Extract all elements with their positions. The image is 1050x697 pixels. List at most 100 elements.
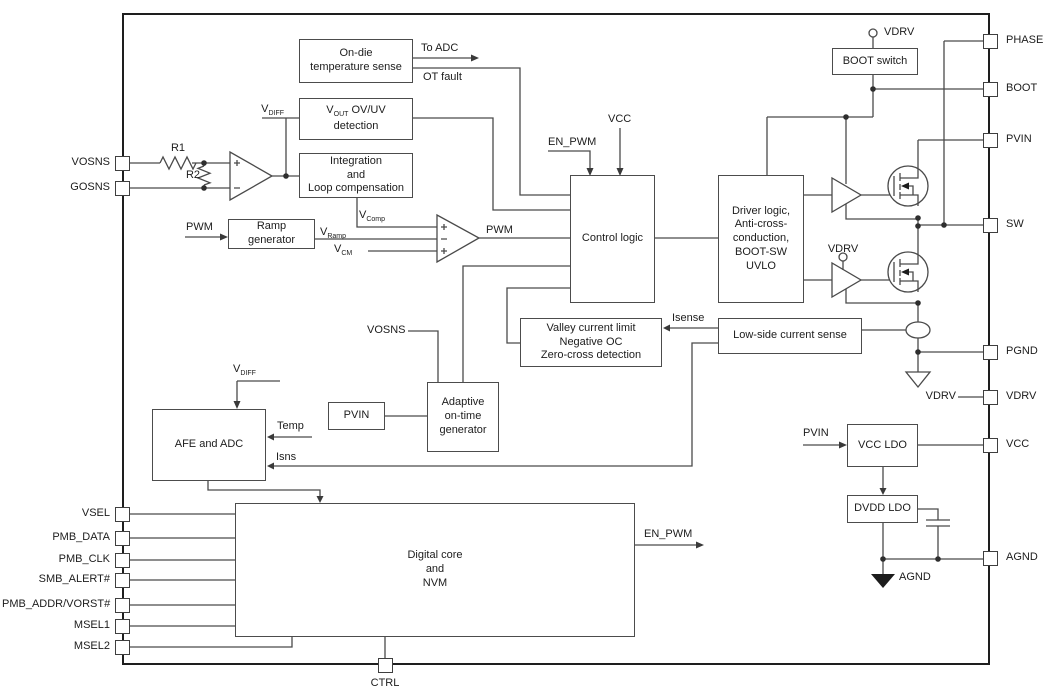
block-boot-switch: BOOT switch (832, 48, 918, 75)
pwm-comparator (436, 213, 481, 264)
bootstrap-wires (766, 37, 984, 184)
label-vdrv-top: VDRV (884, 26, 915, 38)
pin-pmb-addr-vorst (114, 597, 130, 613)
label-isense: Isense (672, 312, 705, 324)
pin-pgnd (982, 344, 998, 360)
pin-label-vsel: VSEL (81, 507, 110, 519)
label-to-adc: To ADC (421, 42, 459, 54)
pin-label-gosns: GOSNS (70, 181, 110, 193)
block-low-side-current-sense: Low-side current sense (718, 318, 862, 354)
block-vcc-ldo: VCC LDO (847, 424, 918, 467)
ovuv-wire (413, 117, 570, 211)
block-integration-loop-comp: Integration and Loop compensation (299, 153, 413, 198)
pin-vosns (114, 155, 130, 171)
pin-label-msel2: MSEL2 (73, 640, 110, 652)
pin-label-agnd: AGND (1006, 551, 1038, 563)
high-side-mosfet (887, 165, 929, 207)
pin-label-smb-alert: SMB_ALERT# (38, 573, 110, 585)
current-sense-signal-wires (267, 324, 718, 470)
block-adaptive-on-time: Adaptive on-time generator (427, 382, 499, 452)
block-afe-adc: AFE and ADC (152, 409, 266, 481)
pin-boot (982, 81, 998, 97)
label-vdrv-pin: VDRV (925, 390, 956, 402)
block-driver-logic: Driver logic, Anti-cross- conduction, BO… (718, 175, 804, 303)
ovuv-line1: VOUT OV/UV (326, 104, 386, 119)
label-en-pwm-out: EN_PWM (644, 528, 693, 540)
high-side-driver (804, 176, 894, 214)
pin-label-pgnd: PGND (1006, 345, 1038, 357)
ls-vdrv-terminal (838, 252, 848, 262)
adaptive-wires (385, 330, 439, 417)
label-vcm: VCM (334, 243, 353, 258)
pin-agnd (982, 550, 998, 566)
label-temp: Temp (277, 420, 304, 432)
pin-pmb-clk (114, 552, 130, 568)
pin-label-vdrv: VDRV (1006, 390, 1037, 402)
block-dvdd-ldo: DVDD LDO (847, 495, 918, 523)
pin-label-pmb-addr-vorst: PMB_ADDR/VORST# (2, 598, 111, 610)
label-en-pwm-ctl: EN_PWM (548, 136, 597, 148)
pin-smb-alert (114, 572, 130, 588)
resistor-r1 (159, 155, 197, 171)
pin-msel1 (114, 618, 130, 634)
agnd-ground-symbol (871, 574, 895, 588)
label-isns: Isns (276, 451, 297, 463)
pgnd-ground-symbol (904, 371, 932, 389)
pin-label-vcc: VCC (1006, 438, 1030, 450)
block-vout-ovuv-detection: VOUT OV/UV detection (299, 98, 413, 140)
junction-dots (201, 86, 947, 562)
label-vramp: VRamp (320, 226, 347, 241)
label-vcomp: VComp (359, 209, 386, 224)
label-vcc-ctl: VCC (608, 113, 632, 125)
pin-gosns (114, 180, 130, 196)
ldo-wires (803, 441, 984, 574)
chip-boundary (122, 13, 990, 665)
pin-label-phase: PHASE (1006, 34, 1044, 46)
block-ramp-generator: Ramp generator (228, 219, 315, 249)
block-control-logic: Control logic (570, 175, 655, 303)
feedback-input-wires (128, 117, 299, 189)
pin-label-vosns: VOSNS (71, 156, 110, 168)
pin-label-pmb-data: PMB_DATA (52, 531, 110, 543)
ovuv-line2: detection (333, 120, 379, 133)
pin-phase (982, 33, 998, 49)
pin-vcc (982, 437, 998, 453)
error-amp (229, 150, 274, 202)
pin-pvin (982, 132, 998, 148)
power-stage-wires (845, 40, 984, 372)
pin-label-sw: SW (1006, 218, 1024, 230)
label-agnd: AGND (899, 571, 931, 583)
label-pwm-in: PWM (186, 221, 213, 233)
block-valley-current-limit: Valley current limit Negative OC Zero-cr… (520, 318, 662, 367)
pin-label-ctrl: CTRL (370, 677, 400, 689)
label-pwm-out: PWM (486, 224, 513, 236)
pin-label-pmb-clk: PMB_CLK (58, 553, 110, 565)
pin-ctrl (377, 657, 393, 673)
label-ot-fault: OT fault (423, 71, 462, 83)
pin-pmb-data (114, 530, 130, 546)
label-r1: R1 (170, 142, 186, 154)
label-pvin-ldo: PVIN (803, 427, 829, 439)
pin-label-msel1: MSEL1 (73, 619, 110, 631)
pin-label-pvin: PVIN (1006, 133, 1032, 145)
control-top-wires (548, 128, 624, 176)
pin-sw (982, 217, 998, 233)
digital-core-wires (128, 513, 704, 659)
afe-wires (207, 380, 324, 503)
label-vdiff: VDIFF (261, 103, 284, 118)
current-sense-ellipse (905, 321, 931, 339)
block-digital-core-nvm: Digital core and NVM (235, 503, 635, 637)
control-output-wires (462, 237, 718, 382)
label-vdrv-ls: VDRV (827, 243, 859, 255)
label-vdiff-afe: VDIFF (233, 363, 256, 378)
block-temp-sense: On-die temperature sense (299, 39, 413, 83)
pin-vdrv (982, 389, 998, 405)
label-vosns-adaptive: VOSNS (367, 324, 406, 336)
low-side-mosfet (887, 251, 929, 293)
pin-label-boot: BOOT (1006, 82, 1038, 94)
block-pvin: PVIN (328, 402, 385, 430)
vdrv-terminal (868, 28, 878, 38)
low-side-driver (804, 252, 894, 299)
